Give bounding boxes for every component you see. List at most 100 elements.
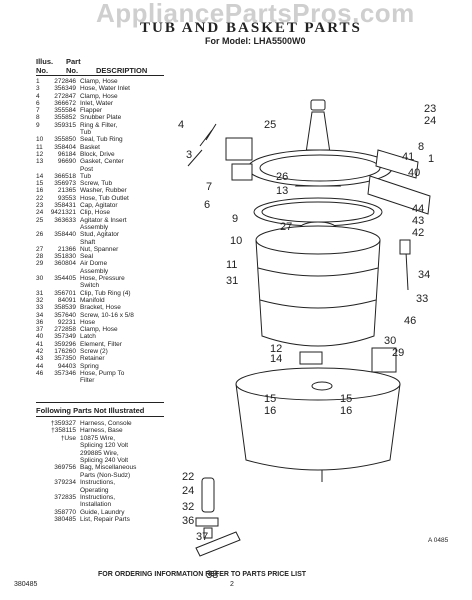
callout-label: 24 (182, 485, 194, 497)
part-illus-number: 6 (36, 99, 40, 107)
part-row: 4 272847 Clamp, Hose (36, 93, 166, 100)
part-description: Seal, Tub Ring (80, 136, 123, 144)
part-illus-number: 46 (36, 369, 44, 377)
callout-label: 31 (226, 275, 238, 287)
part-number: 355850 (54, 136, 76, 144)
callout-label: 32 (182, 501, 194, 513)
callout-label: 7 (206, 181, 212, 193)
part-illus-number: 40 (36, 333, 44, 341)
agitator-cap-shape (310, 99, 326, 111)
document-number: 380485 (14, 581, 38, 588)
part-illus-number: 32 (36, 296, 44, 304)
part-number: 358539 (54, 304, 76, 312)
header-divider (36, 75, 164, 76)
callout-label: 9 (232, 213, 238, 225)
basket-bands (257, 267, 379, 309)
callout-label: 30 (384, 335, 396, 347)
part-description: 10875 Wire, Splicing 120 Volt 299885 Wir… (80, 434, 129, 465)
part-description: Agitator & Insert Assembly (80, 216, 127, 231)
tub-rim (235, 367, 401, 401)
callout-label: 38 (206, 569, 218, 581)
basket-shape (255, 239, 381, 347)
header-part: Part No. (66, 57, 81, 75)
part-number: 96184 (57, 150, 76, 158)
part-illus-number: 37 (36, 326, 44, 334)
part-description: Harness, Base (80, 427, 123, 435)
callout-label: 46 (404, 315, 416, 327)
part-illus-number: 30 (36, 275, 44, 283)
callout-label: 29 (392, 347, 404, 359)
part-illus-number: 22 (36, 194, 44, 202)
part-description: Bag, Miscellaneous Parts (Non-Sudz) (80, 464, 137, 479)
part-number: 357350 (54, 355, 76, 363)
part-description: Cap, Agitator (80, 202, 118, 210)
callout-label: 3 (186, 149, 192, 161)
part-number: 272847 (54, 92, 76, 100)
part-illus-number: 42 (36, 347, 44, 355)
page-number: 2 (230, 581, 234, 588)
callout-label: 24 (424, 115, 436, 127)
part-number: †359327 (50, 420, 76, 427)
snubber-plate-shape (375, 149, 419, 179)
part-description: Air Dome Assembly (80, 260, 109, 275)
part-description: Seal (80, 253, 94, 261)
part-number: 84091 (57, 296, 76, 304)
part-illus-number: 26 (36, 231, 44, 239)
part-description: Bracket, Hose (80, 304, 121, 312)
part-number: 356349 (54, 85, 76, 93)
part-illus-number: 7 (36, 107, 40, 115)
callout-label: 34 (418, 269, 430, 281)
part-illus-number: 28 (36, 253, 44, 261)
part-illus-number: 44 (36, 362, 44, 370)
callout-label: 33 (416, 293, 428, 305)
part-description: Element, Filter (80, 340, 122, 348)
part-number: 92231 (57, 318, 76, 326)
callout-label: 40 (408, 167, 420, 179)
callout-label: 27 (280, 221, 292, 233)
callout-label: 43 (412, 215, 424, 227)
callout-label: 23 (424, 103, 436, 115)
part-description: Screw, Tub (80, 180, 113, 188)
part-illus-number: 9 (36, 121, 40, 129)
callout-label: 4 (178, 119, 184, 131)
watermark: AppliancePartsPros.com (96, 0, 415, 28)
part-number: 358440 (54, 231, 76, 239)
part-description: Snubber Plate (80, 114, 122, 122)
callout-label: 25 (264, 119, 276, 131)
part-description: Tub (80, 172, 91, 180)
part-description: Screw, 10-16 x 5/8 (80, 311, 134, 319)
part-number: 356701 (54, 289, 76, 297)
part-illus-number: 11 (36, 143, 43, 151)
part-illus-number: 4 (36, 92, 40, 100)
part-description: Spring (80, 362, 99, 370)
part-number: 21366 (57, 245, 76, 253)
center-post (311, 381, 333, 391)
tub-shape (235, 383, 401, 471)
part-description: Clamp, Hose (80, 92, 118, 100)
part-number: 356973 (54, 180, 76, 188)
part-number: 359296 (54, 340, 76, 348)
part-illus-number: 29 (36, 260, 44, 268)
seal-inner (261, 201, 375, 223)
part-description: Instructions, Installation (80, 494, 116, 509)
part-number: 358770 (54, 508, 76, 516)
part-number: 94403 (57, 362, 76, 370)
part-illus-number: 24 (36, 209, 44, 217)
hose-bracket-shape (399, 239, 411, 255)
callout-label: 15 (340, 393, 352, 405)
drive-block-shape (299, 351, 323, 365)
